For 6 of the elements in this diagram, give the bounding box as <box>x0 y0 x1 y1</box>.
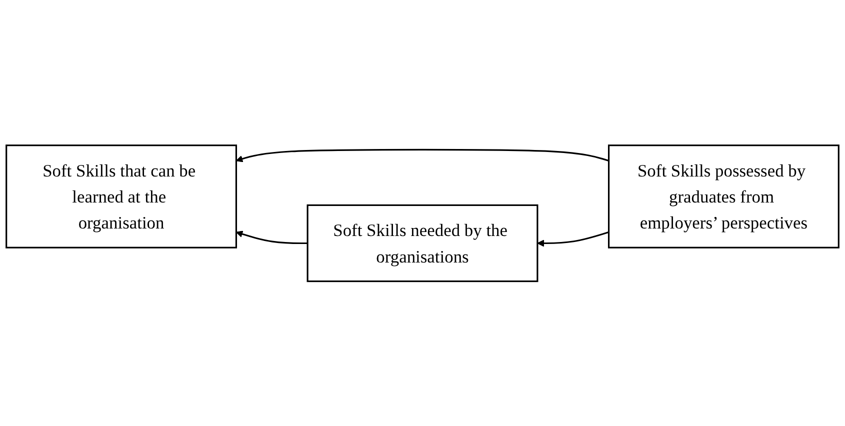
arrow <box>236 148 610 162</box>
node-box: Soft Skills needed by the organisations <box>306 204 538 282</box>
node-box: Soft Skills possessed by graduates from employers’ perspectives <box>608 144 840 248</box>
arrow <box>537 231 610 246</box>
arrow <box>236 230 308 244</box>
node-box: Soft Skills that can be learned at the organisation <box>6 144 238 248</box>
